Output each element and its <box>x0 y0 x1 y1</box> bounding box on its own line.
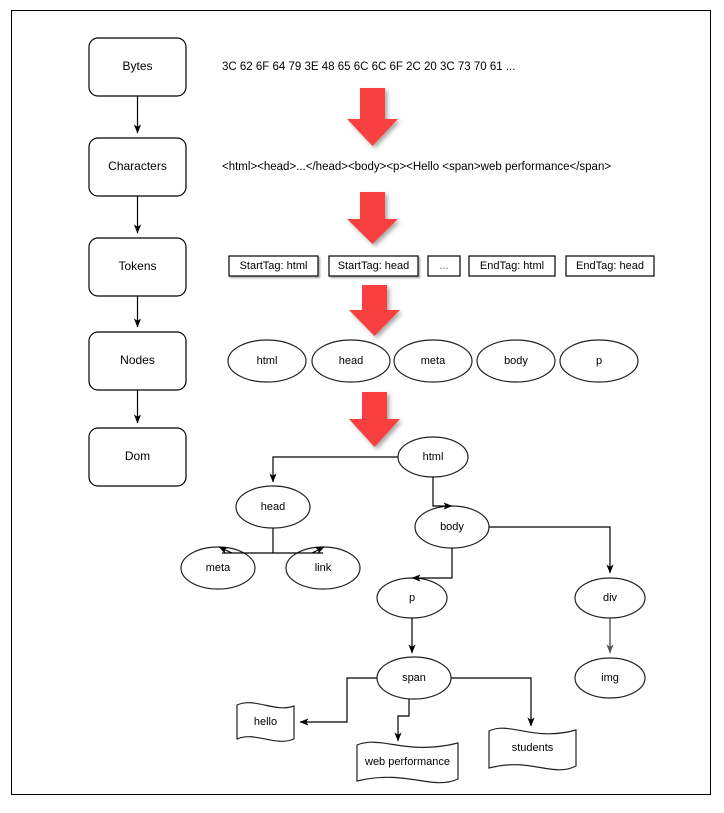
token-box-starttag-html[interactable] <box>228 255 319 277</box>
tree-node-img[interactable] <box>574 657 646 699</box>
red-arrow-characters-to-tokens <box>347 192 398 244</box>
node-ellipse-body[interactable] <box>476 339 556 383</box>
tree-node-meta[interactable] <box>180 546 256 590</box>
tree-text-web-performance[interactable] <box>356 741 459 784</box>
tree-node-div[interactable] <box>574 577 646 619</box>
red-arrow-tokens-to-nodes <box>349 285 400 336</box>
red-arrow-nodes-to-dom <box>349 392 400 447</box>
bytes-sample-text: 3C 62 6F 64 79 3E 48 65 6C 6C 6F 2C 20 3… <box>222 61 516 73</box>
node-ellipse-head[interactable] <box>311 339 391 383</box>
token-box-starttag-head[interactable] <box>328 255 419 277</box>
node-ellipse-html[interactable] <box>227 339 307 383</box>
token-box-endtag-head[interactable] <box>565 255 655 277</box>
node-ellipse-meta[interactable] <box>393 339 473 383</box>
tree-node-p[interactable] <box>376 577 448 619</box>
tree-node-head[interactable] <box>235 485 311 529</box>
tree-node-span[interactable] <box>376 656 452 700</box>
pipeline-stage-tokens[interactable] <box>88 237 187 297</box>
pipeline-stage-characters[interactable] <box>88 137 187 197</box>
tree-node-body[interactable] <box>414 505 490 549</box>
red-arrow-bytes-to-characters <box>347 88 398 146</box>
pipeline-stage-dom[interactable] <box>88 427 187 487</box>
token-box-endtag-html[interactable] <box>468 255 556 277</box>
tree-node-html[interactable] <box>397 436 469 478</box>
characters-sample-text: <html><head>...</head><body><p><Hello <s… <box>222 161 612 173</box>
tree-text-hello[interactable] <box>236 702 295 742</box>
tree-text-students[interactable] <box>488 727 577 771</box>
token-box-ellipsis[interactable] <box>427 255 461 277</box>
pipeline-stage-bytes[interactable] <box>88 37 187 97</box>
tree-connectors <box>218 456 614 742</box>
node-ellipse-p[interactable] <box>559 339 639 383</box>
pipeline-stage-nodes[interactable] <box>88 331 187 391</box>
